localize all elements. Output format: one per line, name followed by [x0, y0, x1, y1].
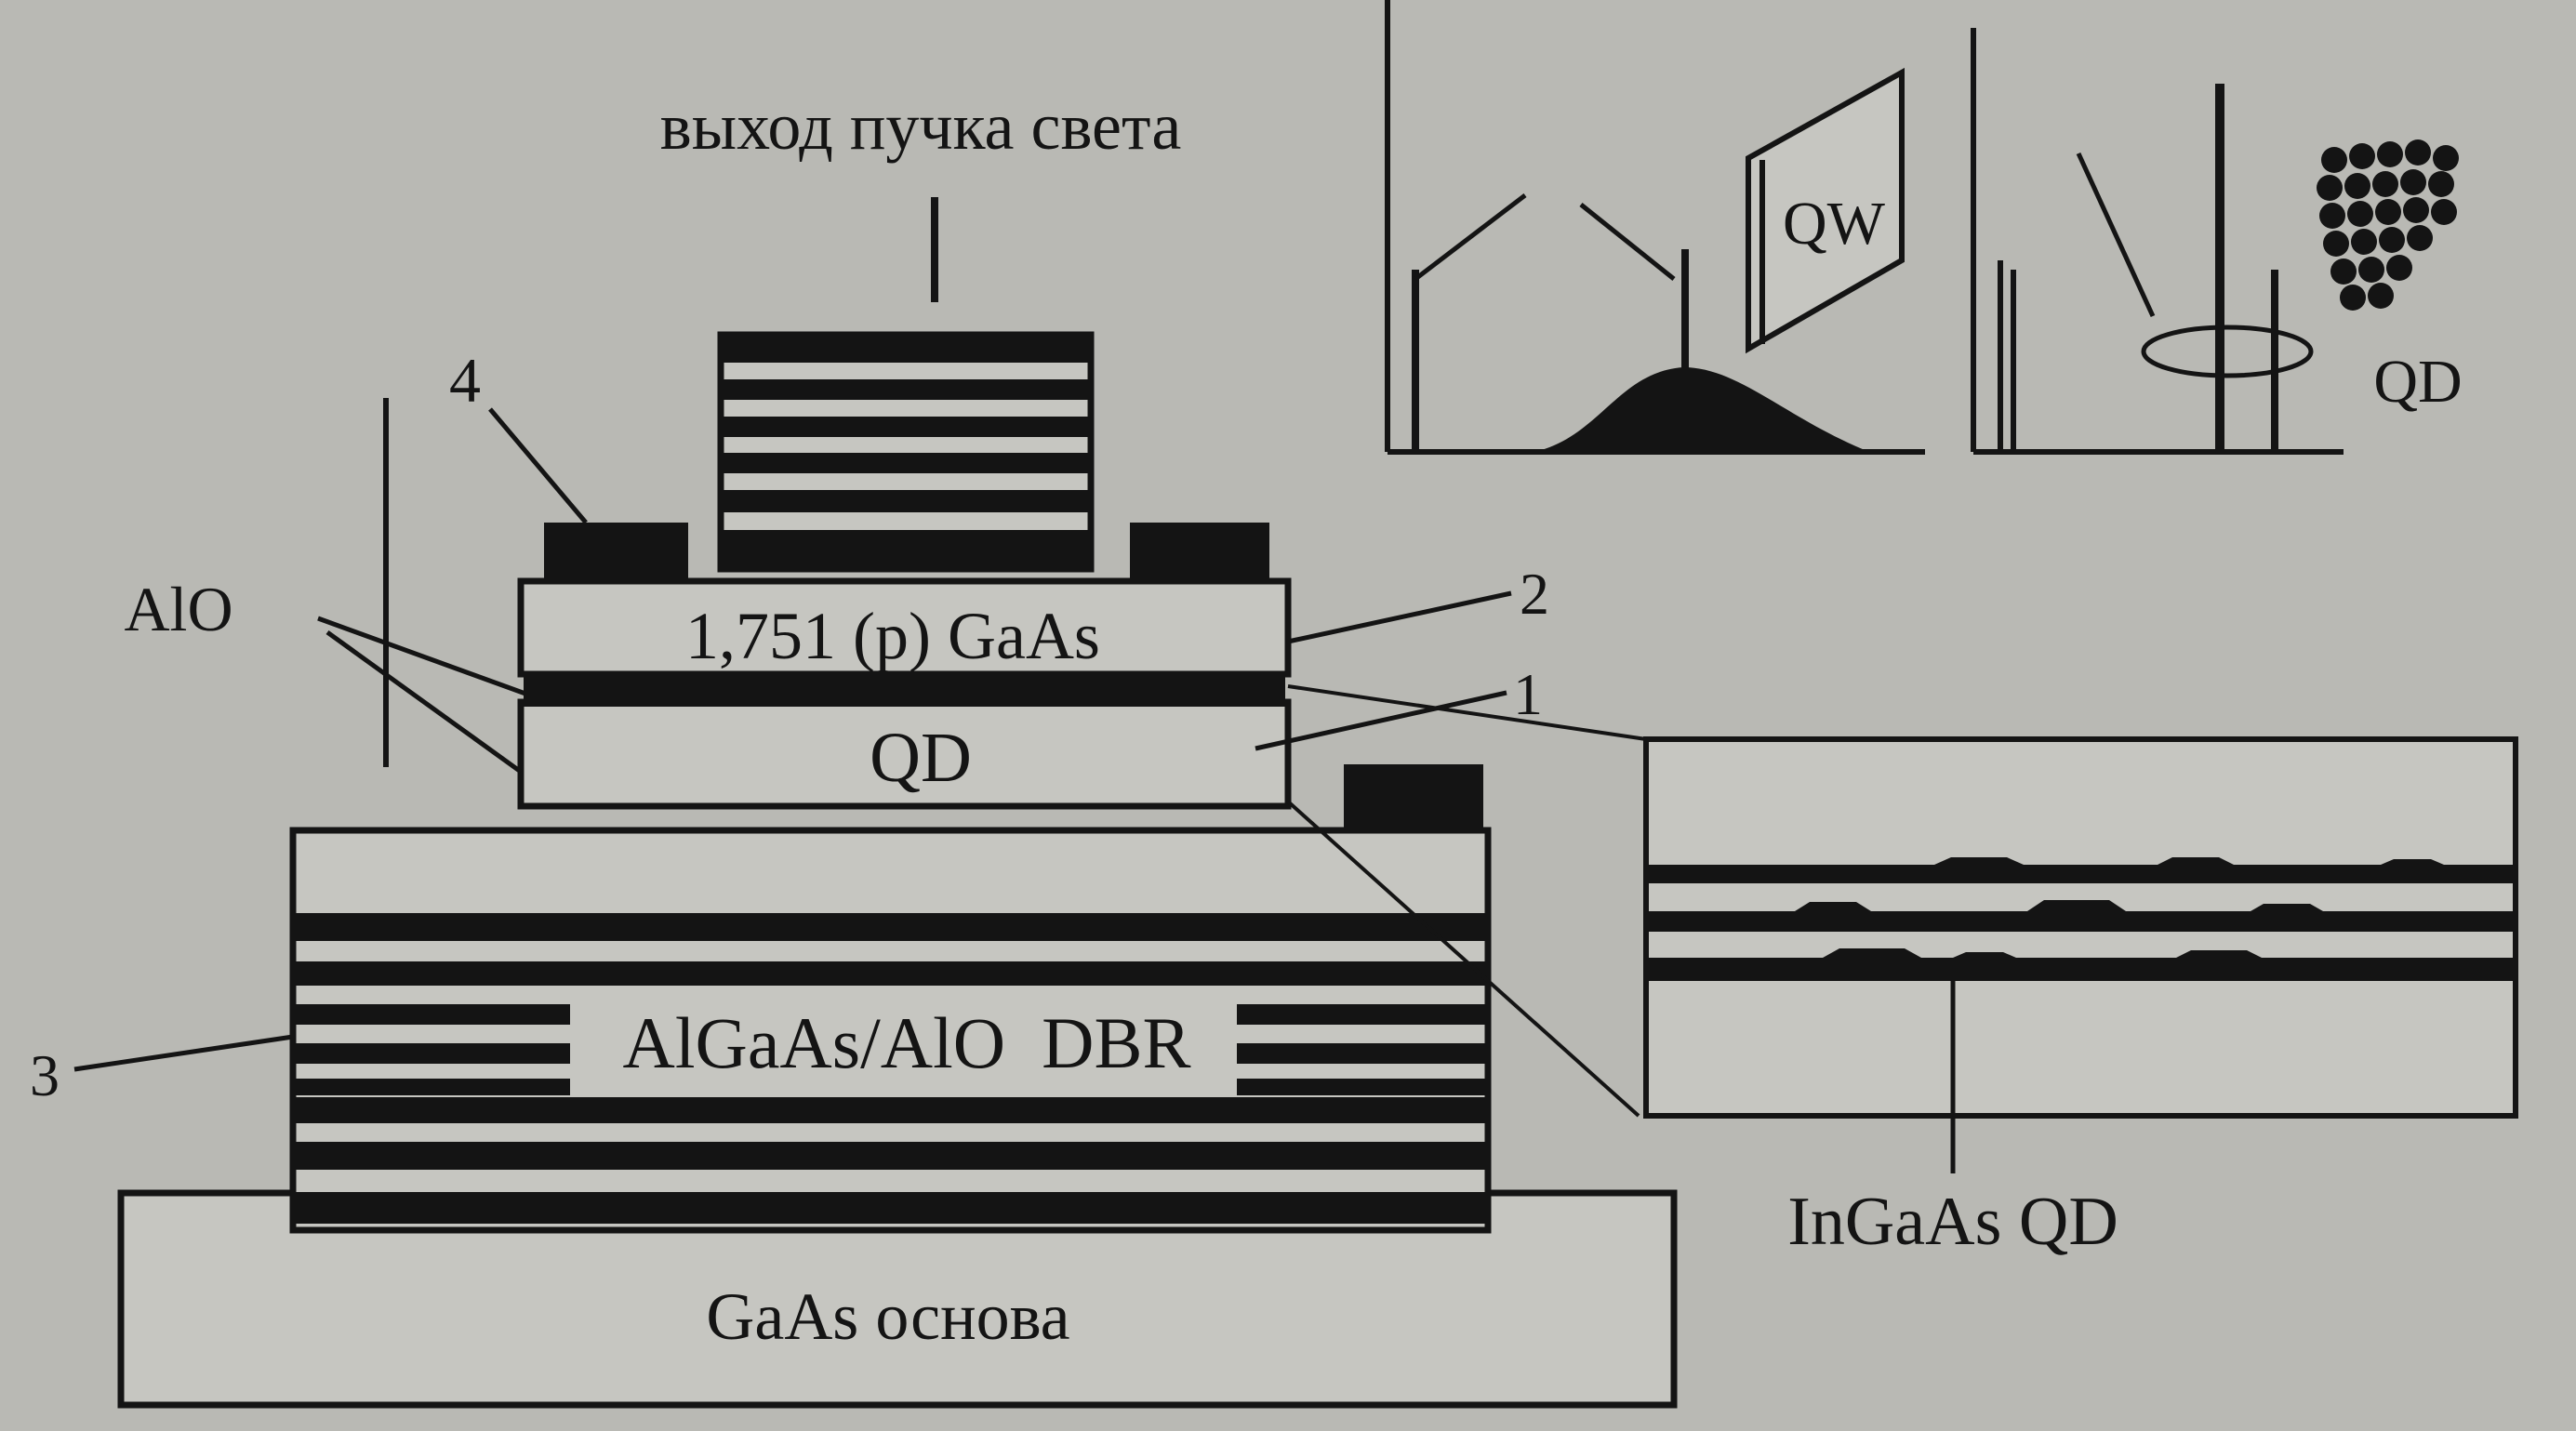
qw-spectrum-panel: [1385, 0, 1925, 455]
contact-leader: [488, 407, 588, 524]
active-layer-leader: [1255, 690, 1507, 751]
qd-layer-label: QD: [870, 719, 972, 797]
top-layer-leader: [1287, 590, 1512, 644]
inset-qd-label: InGaAs QD: [1787, 1184, 2118, 1260]
qw-label: QW: [1783, 190, 1886, 258]
aperture-leader-1: [317, 616, 526, 696]
top-gaas-label: 1,751 (p) GaAs: [685, 599, 1100, 673]
lower-contact-pad: [1344, 764, 1483, 831]
aperture-leader-2: [325, 629, 523, 775]
aperture-oxide-label: AlO: [124, 574, 232, 644]
zoom-line-bottom: [1286, 800, 1640, 1118]
qd-inset: [1643, 736, 2518, 1119]
mirror-marker: 3: [30, 1042, 60, 1108]
active-layer-marker: 1: [1513, 661, 1543, 727]
quantum-dot-cluster: [2317, 139, 2459, 311]
contact-marker: 4: [449, 345, 481, 416]
zoom-line-top: [1287, 684, 1647, 741]
top-contact-left: [544, 523, 688, 583]
qd-spectrum-panel: [1971, 28, 2459, 455]
dbr-mirror: [289, 827, 1492, 1234]
top-mirror-mesa: [717, 331, 1095, 573]
substrate-label: GaAs основа: [706, 1279, 1069, 1354]
top-contact-right: [1130, 523, 1269, 583]
output-beam-label: выход пучка света: [660, 89, 1182, 164]
mirror-leader: [73, 1034, 294, 1072]
dbr-label: AlGaAs/AlO DBR: [622, 1002, 1190, 1083]
qd-layer-block: [517, 698, 1292, 810]
top-gaas-block: [517, 577, 1292, 678]
top-layer-marker: 2: [1520, 561, 1549, 627]
qd-spectrum-label: QD: [2373, 348, 2462, 416]
